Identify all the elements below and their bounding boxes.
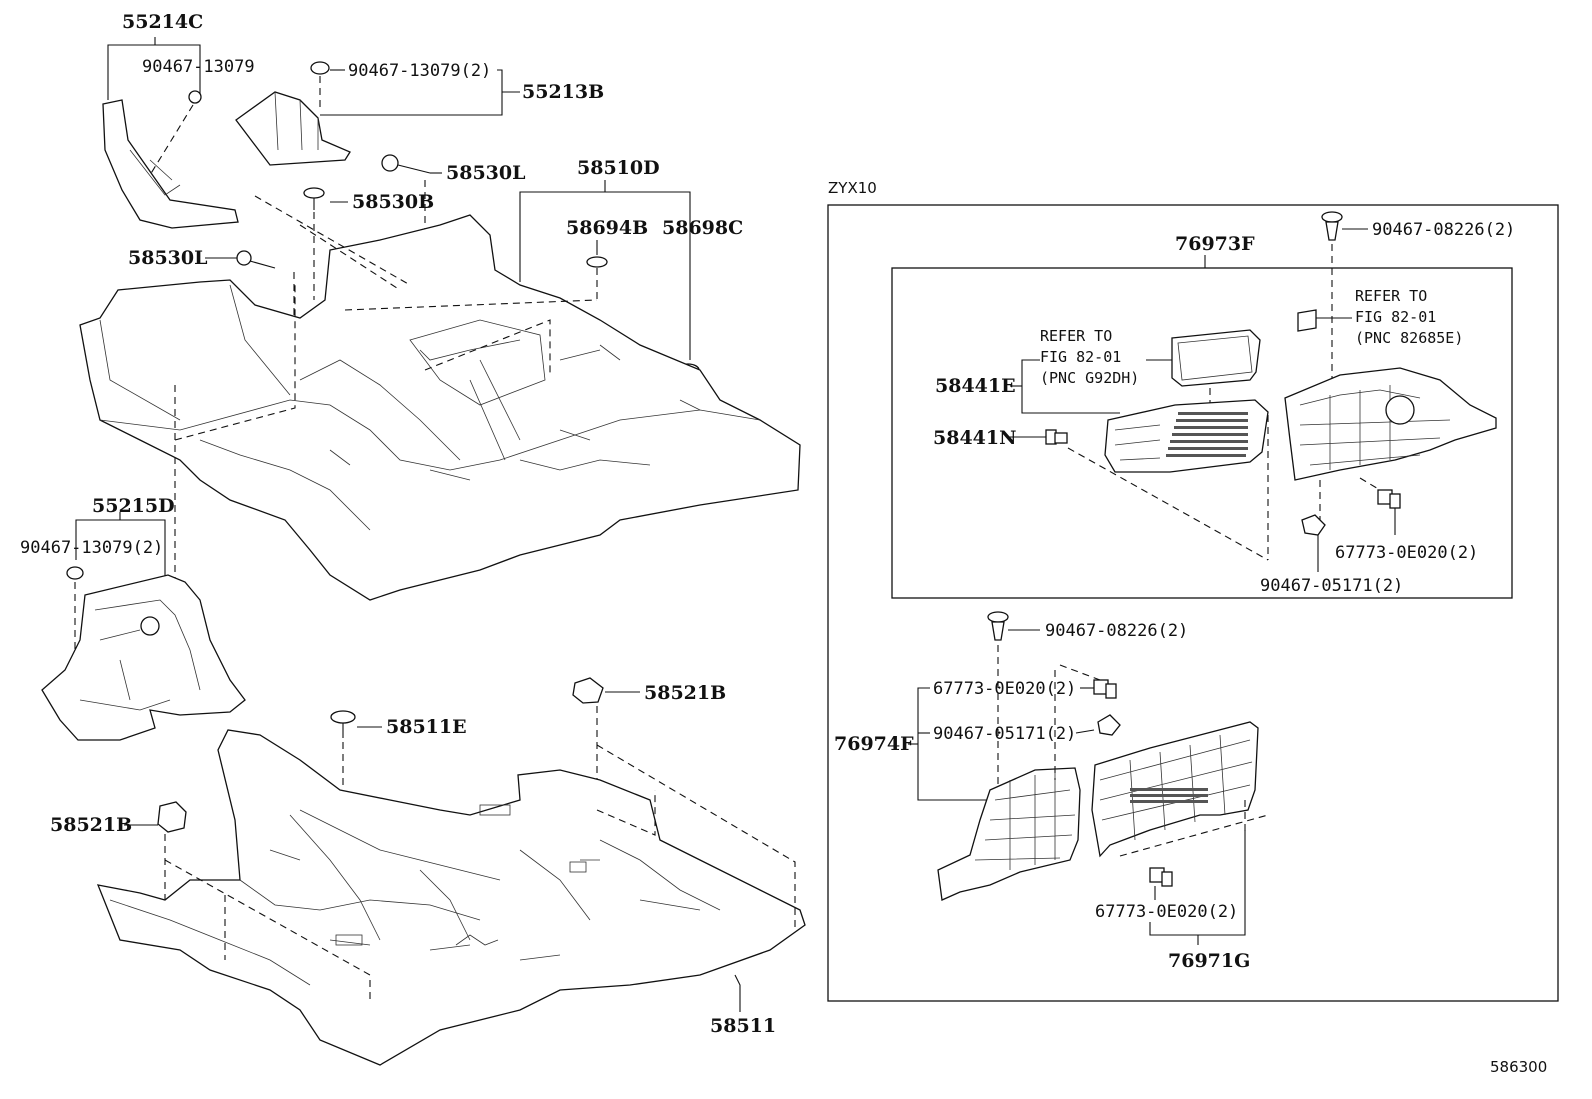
part-67773-clip-a (1377, 489, 1401, 535)
part-67773-clip-b (1059, 664, 1117, 699)
part-76971g-trim-lower (1091, 721, 1269, 858)
label-58511e: 58511E (386, 716, 467, 738)
part-58521b-clip-left (124, 801, 187, 930)
label-58530b: 58530B (352, 191, 434, 213)
upper-assembly-dash-lines (174, 195, 598, 640)
group-76973f-box (891, 267, 1513, 599)
label-58530l-left: 58530L (128, 247, 207, 269)
part-67773-clip-c (1149, 867, 1173, 900)
label-90467-05171-b: 90467-05171(2) (933, 724, 1076, 744)
leader-58441e (1010, 359, 1120, 414)
part-58530b-clip (303, 187, 348, 300)
label-58441e: 58441E (935, 375, 1016, 397)
part-58510d-floor-silencer (79, 214, 801, 601)
part-90467-08226-lower-clip (987, 611, 1040, 800)
part-82685e-plate (1297, 309, 1352, 332)
part-g92dh-grille-cover (1146, 329, 1261, 412)
refer2-line2: FIG 82-01 (1355, 308, 1436, 326)
76971g-grille-slats (1130, 788, 1208, 803)
part-90467-08226-top-clip (1321, 211, 1368, 380)
label-58510d: 58510D (577, 157, 660, 179)
label-76971g: 76971G (1168, 950, 1250, 972)
58441e-grille-slats (1166, 412, 1248, 457)
label-67773-b: 67773-0E020(2) (933, 679, 1076, 699)
part-58441e-panel (1104, 399, 1269, 473)
part-55213b-bracket (235, 61, 351, 166)
label-58698c: 58698C (662, 217, 743, 239)
part-55215d-side-panel (41, 574, 246, 741)
refer1-line3: (PNC G92DH) (1040, 369, 1139, 387)
label-90467-08226-top: 90467-08226(2) (1372, 220, 1515, 240)
part-58511e-clip (330, 710, 382, 790)
label-55214c: 55214C (122, 11, 203, 33)
label-76974f: 76974F (834, 733, 914, 755)
label-58694b: 58694B (566, 217, 648, 239)
label-55215d: 55215D (92, 495, 175, 517)
label-58511: 58511 (710, 1015, 776, 1037)
leader-55214c (107, 37, 202, 176)
label-90467-05171-a: 90467-05171(2) (1260, 576, 1403, 596)
leader-55213b (320, 69, 520, 116)
label-55213b: 55213B (522, 81, 604, 103)
label-90467-13079-2b: 90467-13079(2) (20, 538, 163, 558)
label-58521b-left: 58521B (50, 814, 132, 836)
part-55214c-panel (102, 99, 239, 229)
label-67773-a: 67773-0E020(2) (1335, 543, 1478, 563)
label-67773-c: 67773-0E020(2) (1095, 902, 1238, 922)
part-90467-05171-clip-b (1097, 714, 1121, 736)
label-90467-13079-2a: 90467-13079(2) (348, 61, 491, 81)
label-58521b-top: 58521B (644, 682, 726, 704)
lower-assembly-dash-lines (164, 744, 796, 1000)
leader-76971g (1149, 830, 1246, 945)
label-zyx10: ZYX10 (828, 179, 877, 197)
refer2-line3: (PNC 82685E) (1355, 329, 1463, 347)
label-58441n: 58441N (933, 427, 1016, 449)
refer2-line1: REFER TO (1355, 287, 1427, 305)
part-58441n-clip (1008, 429, 1269, 561)
refer1-line1: REFER TO (1040, 327, 1112, 345)
leader-58511 (734, 974, 741, 1012)
leader-76974f (908, 687, 1095, 801)
label-58530l-top: 58530L (446, 162, 525, 184)
part-quarter-trim-upper (1284, 367, 1497, 520)
label-90467-08226-lower: 90467-08226(2) (1045, 621, 1188, 641)
part-90467-05171-clip-a (1301, 514, 1326, 572)
label-76973f: 76973F (1175, 233, 1255, 255)
zyx10-outer-box (827, 204, 1559, 1002)
part-76974f-trim-lower (937, 670, 1081, 901)
refer1-line2: FIG 82-01 (1040, 348, 1121, 366)
figure-number: 586300 (1490, 1058, 1547, 1076)
part-58511-floor-carpet (96, 729, 806, 1066)
label-90467-13079: 90467-13079 (142, 57, 255, 77)
